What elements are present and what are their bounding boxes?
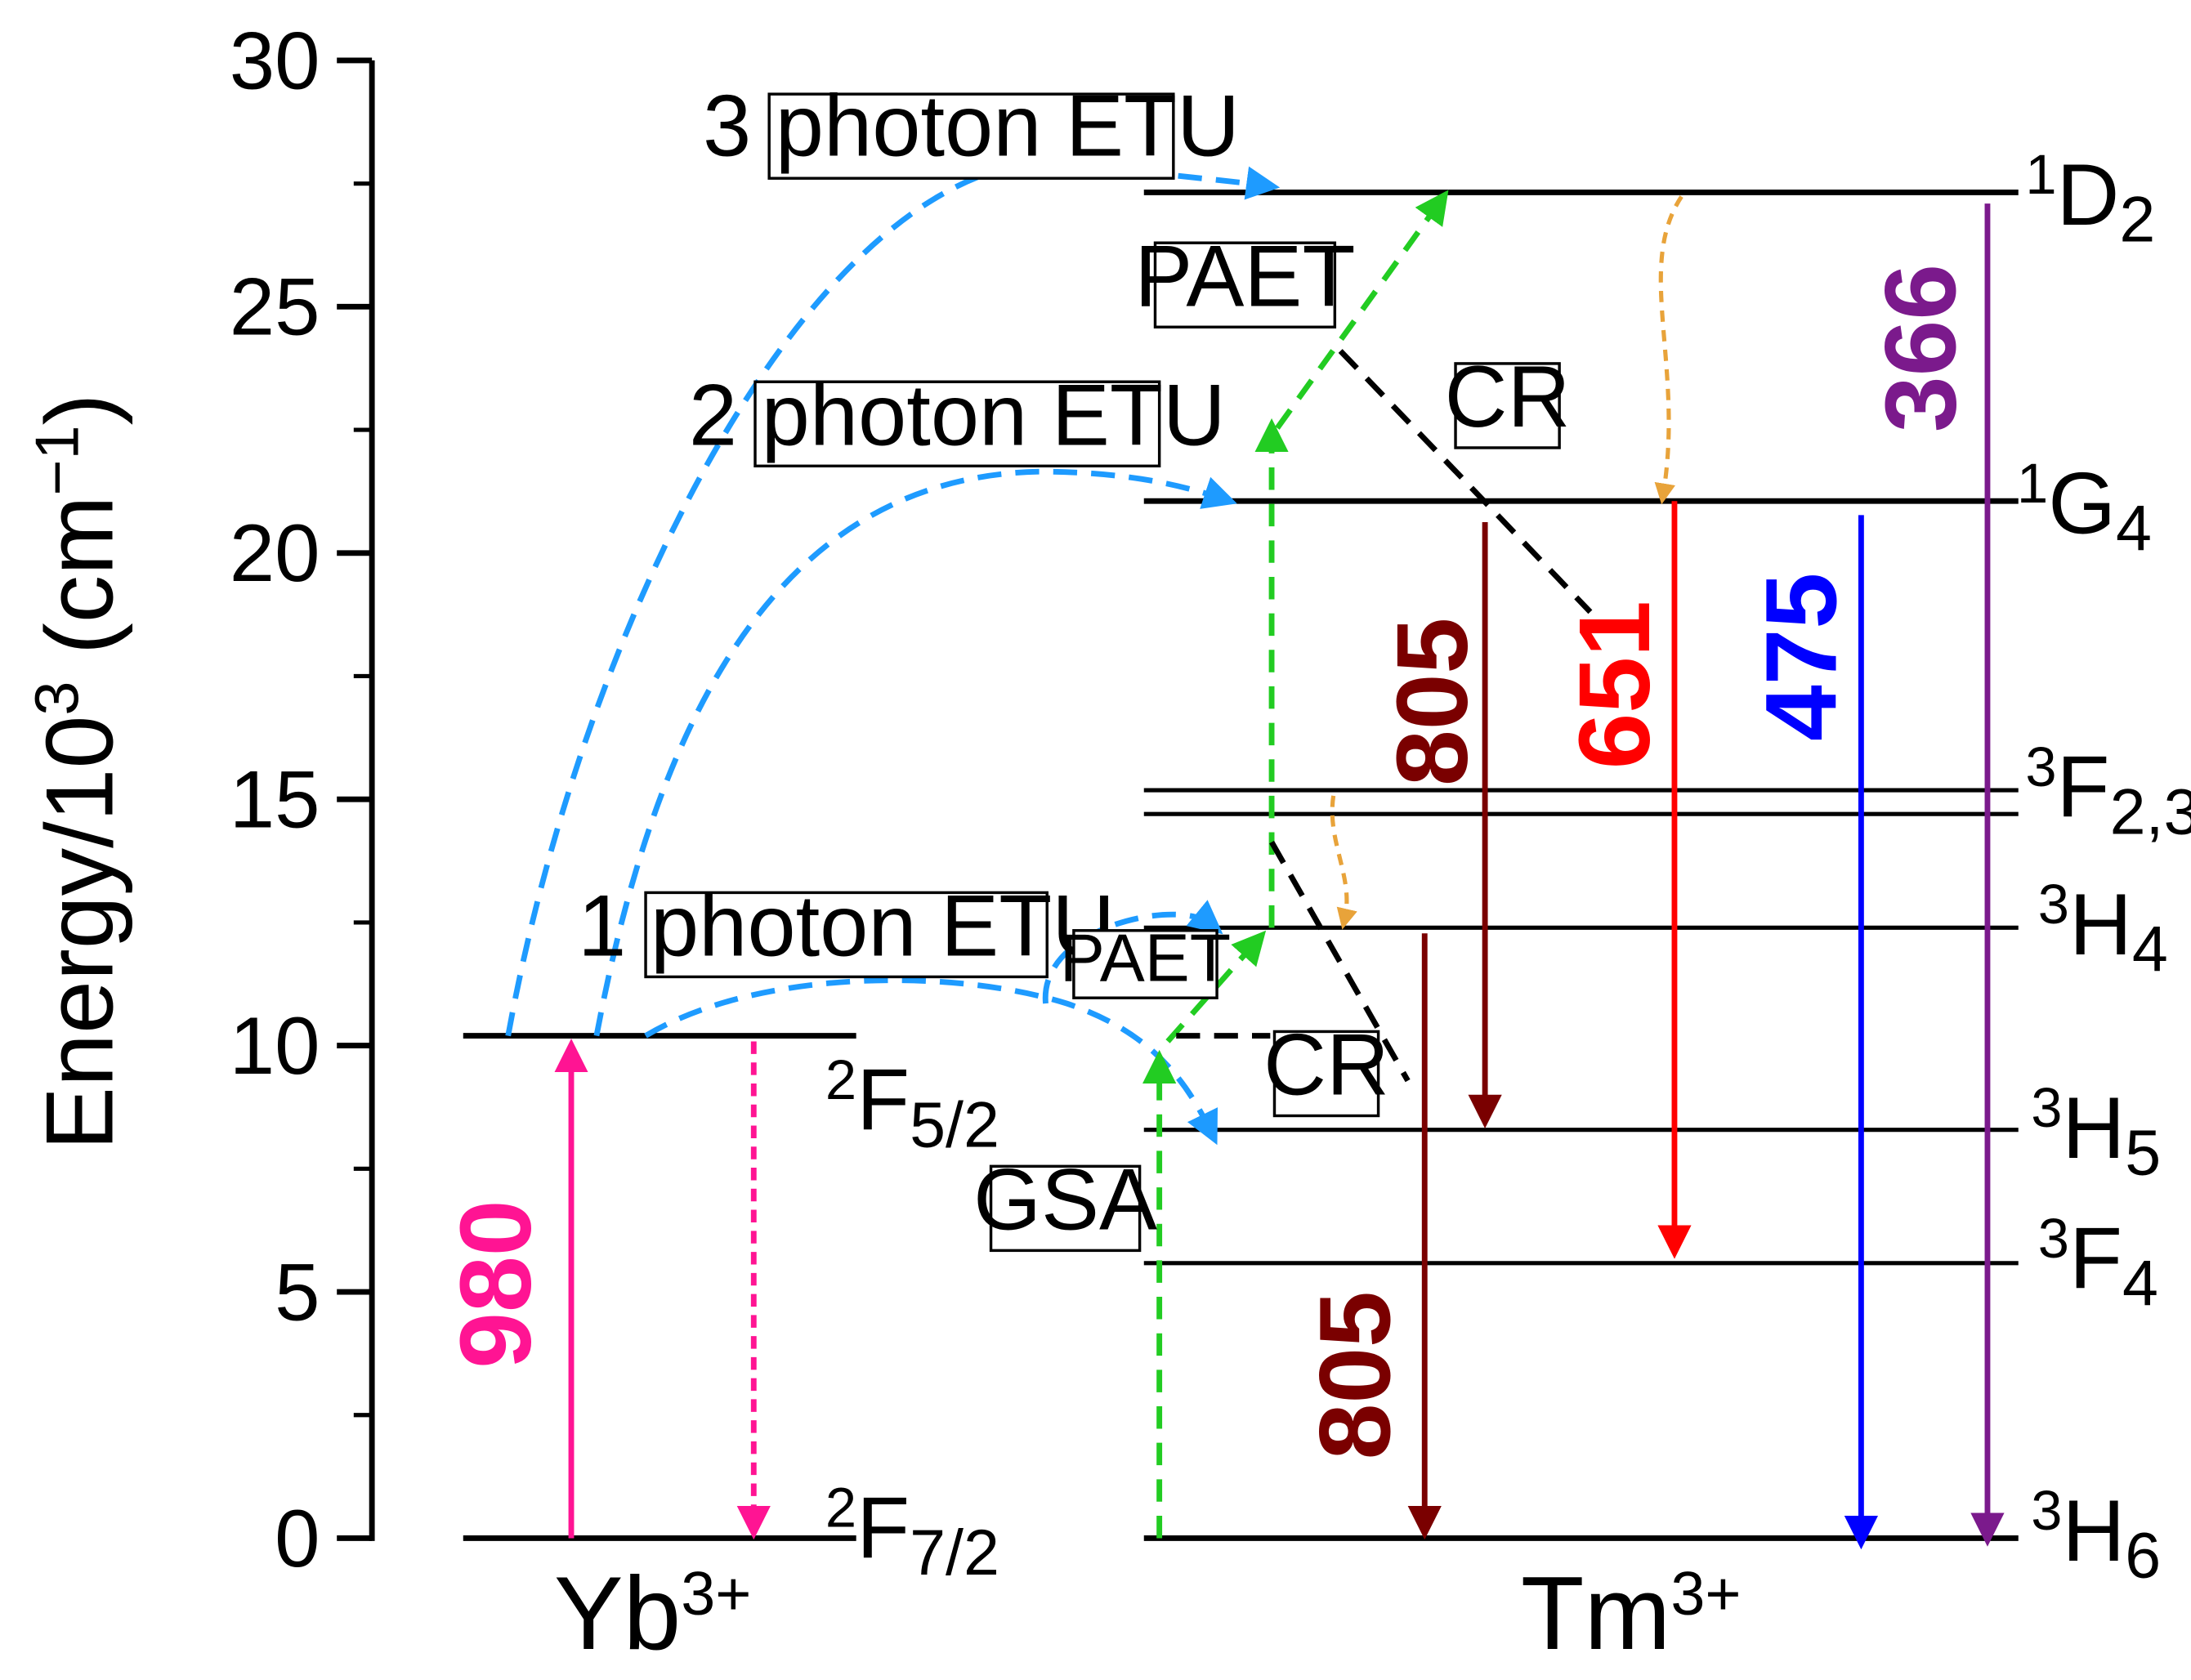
wavelength-980-label: 980 xyxy=(440,1200,552,1368)
etu2-label: 2 photon ETU xyxy=(689,367,1226,464)
wavelength-366-label: 366 xyxy=(1864,264,1977,432)
yb-level-label-2F5-2: 2F5/2 xyxy=(825,1048,999,1160)
paet-upper-box xyxy=(1153,241,1337,328)
etu1-box xyxy=(644,891,1049,979)
paet-lower-label: PAET xyxy=(1060,921,1231,996)
tm-level-label-1D2: 1D2 xyxy=(2025,143,2155,255)
cr-lower-label: CR xyxy=(1263,1016,1389,1114)
cr-upper-line xyxy=(1338,349,1593,614)
y-axis-tick-labels: 0 5 10 15 20 25 30 xyxy=(230,16,320,1584)
tm-level-label-3H5: 3H5 xyxy=(2031,1076,2161,1188)
tm-level-label-1G4: 1G4 xyxy=(2017,452,2152,564)
etu2-box xyxy=(753,380,1161,468)
cr-lower-box xyxy=(1272,1030,1380,1118)
tm-level-label-3F2-3: 3F2,3 xyxy=(2025,735,2191,847)
tm-level-label-3F4: 3F4 xyxy=(2038,1207,2158,1319)
wavelength-651-label: 651 xyxy=(1558,601,1671,769)
relax-1D2-1G4 xyxy=(1654,195,1683,505)
cr-lower-line xyxy=(1269,840,1411,1083)
nonradiative-relaxation xyxy=(1330,195,1683,930)
wavelength-labels: 805 651 475 366 805 xyxy=(1299,264,1977,1459)
emission-arrows xyxy=(1407,203,2005,1550)
gsa-label: GSA xyxy=(973,1151,1157,1249)
yb-ion-label: Yb3+ xyxy=(554,1555,752,1671)
wavelength-805-upper-label: 805 xyxy=(1376,618,1489,786)
etu-transfers xyxy=(505,159,1281,1146)
y-axis: 0 5 10 15 20 25 30 Energy/103 (cm−1) xyxy=(23,16,375,1584)
etu3-curve xyxy=(505,159,1281,1037)
gsa-box xyxy=(989,1164,1142,1253)
tm-level-label-3H4: 3H4 xyxy=(2038,873,2168,985)
cross-relaxation-lines xyxy=(1176,349,1593,1083)
paet-upper-label: PAET xyxy=(1134,227,1355,324)
etu1-upper-curve xyxy=(1043,900,1223,1004)
paet-lower-box xyxy=(1072,929,1218,999)
etu3-label: 3 photon ETU xyxy=(703,78,1240,175)
y-tick-label: 0 xyxy=(275,1494,320,1584)
wavelength-805-lower-label: 805 xyxy=(1299,1291,1411,1459)
wavelength-475-label: 475 xyxy=(1745,573,1858,741)
cr-upper-box xyxy=(1454,362,1561,449)
y-axis-title: Energy/103 (cm−1) xyxy=(23,394,132,1151)
y-tick-label: 5 xyxy=(275,1247,320,1338)
tm-levels: 3H6 3F4 3H5 3H4 3F2,3 1G4 1D2 xyxy=(1143,143,2191,1592)
y-tick-label: 20 xyxy=(230,508,320,599)
etu1-label: 1 photon ETU xyxy=(578,878,1115,975)
process-labels: 3 photon ETU 2 photon ETU 1 photon ETU P… xyxy=(578,78,1571,1253)
y-tick-label: 10 xyxy=(230,1001,320,1092)
etu2-curve xyxy=(593,468,1237,1037)
tm-ion-label: Tm3+ xyxy=(1521,1555,1742,1671)
relax-3F23-3H4 xyxy=(1330,795,1357,930)
y-axis-tick-marks xyxy=(337,57,373,1541)
paet-upper-arrow xyxy=(1275,190,1449,430)
tm-level-label-3H6: 3H6 xyxy=(2031,1479,2161,1591)
y-tick-label: 15 xyxy=(230,755,320,846)
etu1-curve xyxy=(644,977,1218,1146)
paet-lower-arrow xyxy=(1165,930,1267,1043)
y-tick-label: 30 xyxy=(230,16,320,106)
yb-levels: 2F7/2 2F5/2 xyxy=(463,1033,999,1588)
yb-transitions: 980 xyxy=(440,1039,771,1540)
etu3-box xyxy=(767,92,1175,180)
cr-upper-label: CR xyxy=(1445,348,1571,445)
y-tick-label: 25 xyxy=(230,262,320,353)
yb-level-label-2F7-2: 2F7/2 xyxy=(825,1477,999,1588)
